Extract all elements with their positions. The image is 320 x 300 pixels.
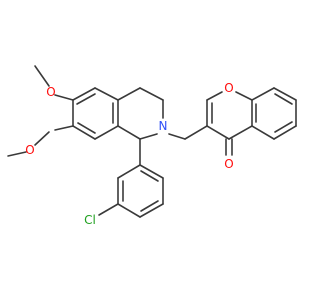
bond xyxy=(117,164,141,179)
bond xyxy=(139,87,164,101)
bond xyxy=(76,93,96,105)
bond xyxy=(235,91,253,101)
bond xyxy=(206,91,223,101)
bond xyxy=(7,151,27,157)
atom-label: Cl xyxy=(84,213,96,227)
bond xyxy=(139,164,164,179)
atom-n-ring: N xyxy=(159,119,168,133)
atom-o-methoxy-top: O xyxy=(46,85,55,99)
bond xyxy=(34,131,50,146)
bond xyxy=(184,125,208,140)
bond xyxy=(140,170,159,182)
bond xyxy=(54,94,74,101)
atom-o-ketone: O xyxy=(224,157,233,171)
bond xyxy=(140,200,159,212)
molecule-diagram: O O N O O Cl xyxy=(7,65,297,227)
bond xyxy=(54,125,74,131)
bond xyxy=(274,93,293,105)
bond xyxy=(228,125,253,140)
bond xyxy=(139,203,164,218)
bond xyxy=(72,125,96,140)
bond xyxy=(98,203,119,216)
atom-label: O xyxy=(224,157,233,171)
bond xyxy=(117,203,141,218)
bond xyxy=(168,133,186,140)
bond xyxy=(139,133,158,140)
atom-layer: O O N O O Cl xyxy=(25,81,233,227)
bond xyxy=(34,65,50,87)
bond xyxy=(117,87,141,101)
atom-o-pyran: O xyxy=(224,81,233,95)
bond xyxy=(273,125,297,140)
bond xyxy=(72,87,96,101)
bond xyxy=(273,87,297,101)
bond-layer xyxy=(7,65,297,218)
atom-label: O xyxy=(25,143,34,157)
atom-label: O xyxy=(224,81,233,95)
bond xyxy=(94,87,119,101)
bond xyxy=(206,125,230,140)
bond xyxy=(77,122,96,134)
atom-label: N xyxy=(159,119,168,133)
atom-o-methoxy-bottom: O xyxy=(25,143,34,157)
bond xyxy=(117,125,141,140)
bond xyxy=(251,87,275,101)
atom-cl-aryl: Cl xyxy=(84,213,96,227)
bond xyxy=(94,125,119,140)
bond xyxy=(251,125,275,140)
bond xyxy=(274,121,293,133)
atom-label: O xyxy=(46,85,55,99)
